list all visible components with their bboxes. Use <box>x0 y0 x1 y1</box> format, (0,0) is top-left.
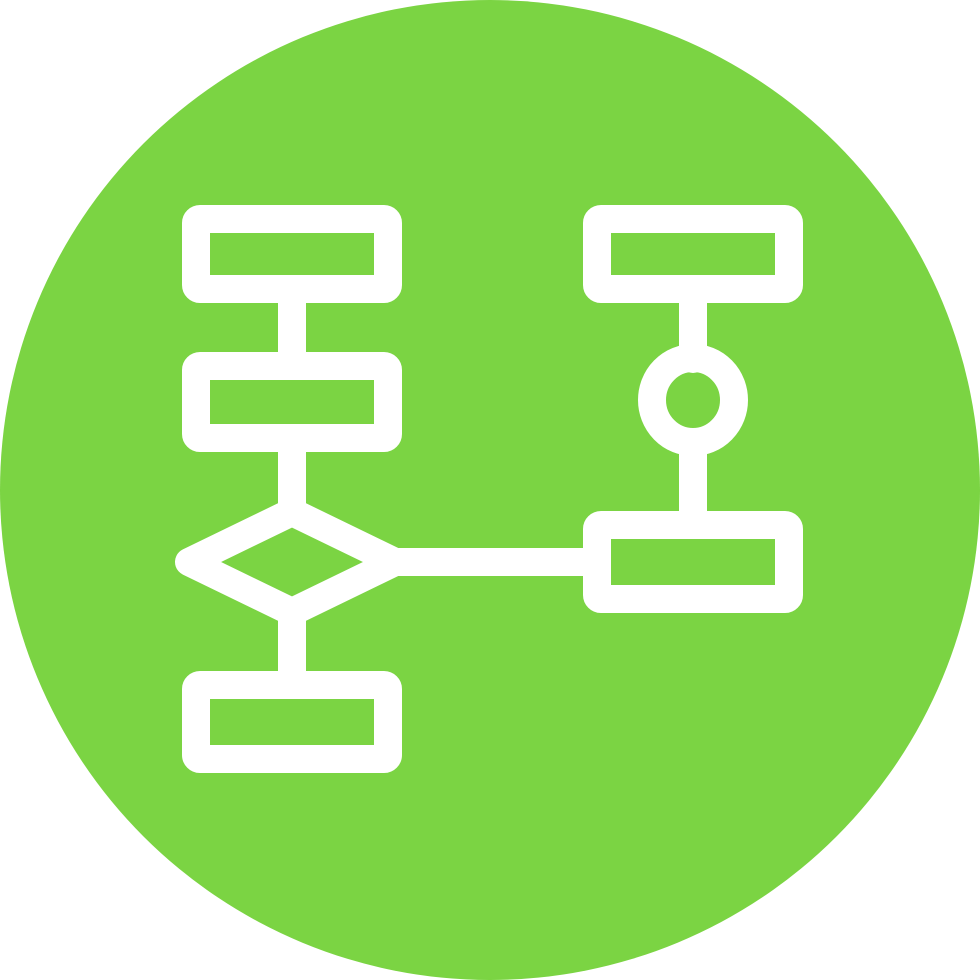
process-box-bottom-left <box>182 671 402 773</box>
flowchart-diagram <box>175 205 803 773</box>
process-box-bottom-right <box>583 511 803 613</box>
